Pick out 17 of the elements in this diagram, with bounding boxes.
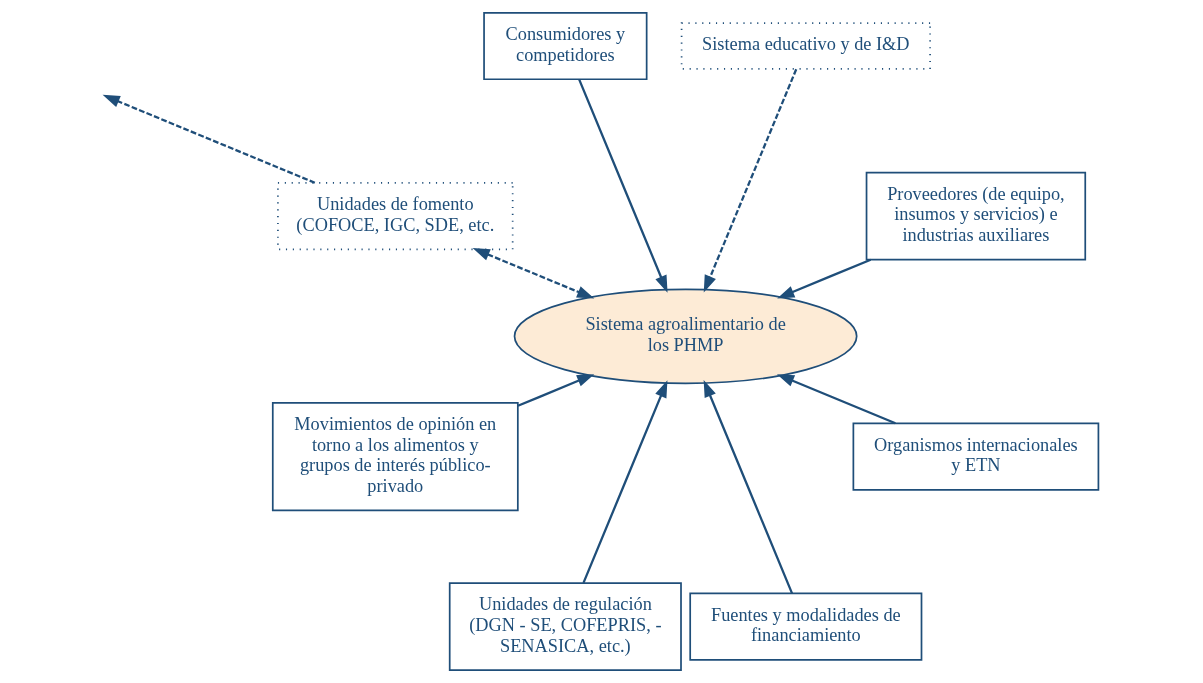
node-box: Organismos internacionales y ETN (852, 422, 1100, 491)
node-box: Proveedores (de equipo, insumos y servicios) e industrias auxiliares (865, 171, 1087, 261)
arrow (703, 379, 794, 594)
arrow (582, 380, 668, 584)
node-box: Movimientos de opinión en torno a los alimentos y grupos de interés público-privado (271, 401, 519, 512)
node-box: Unidades de regulación (DGN - SE, COFEPRIS, - SENASICA, etc.) (448, 582, 682, 672)
arrow (517, 374, 595, 407)
arrow (578, 78, 668, 293)
arrow (472, 248, 595, 299)
node-box: Consumidores y competidores (483, 11, 648, 81)
node-box: Sistema educativo y de I&D (680, 22, 931, 70)
arrow (777, 258, 872, 299)
arrow (776, 374, 896, 425)
arrow (102, 94, 316, 184)
node-box: Fuentes y modalidades de financiamiento (689, 592, 923, 661)
node-box: Unidades de fomento (COFOCE, IGC, SDE, etc. (277, 182, 514, 251)
arrow (703, 68, 798, 293)
